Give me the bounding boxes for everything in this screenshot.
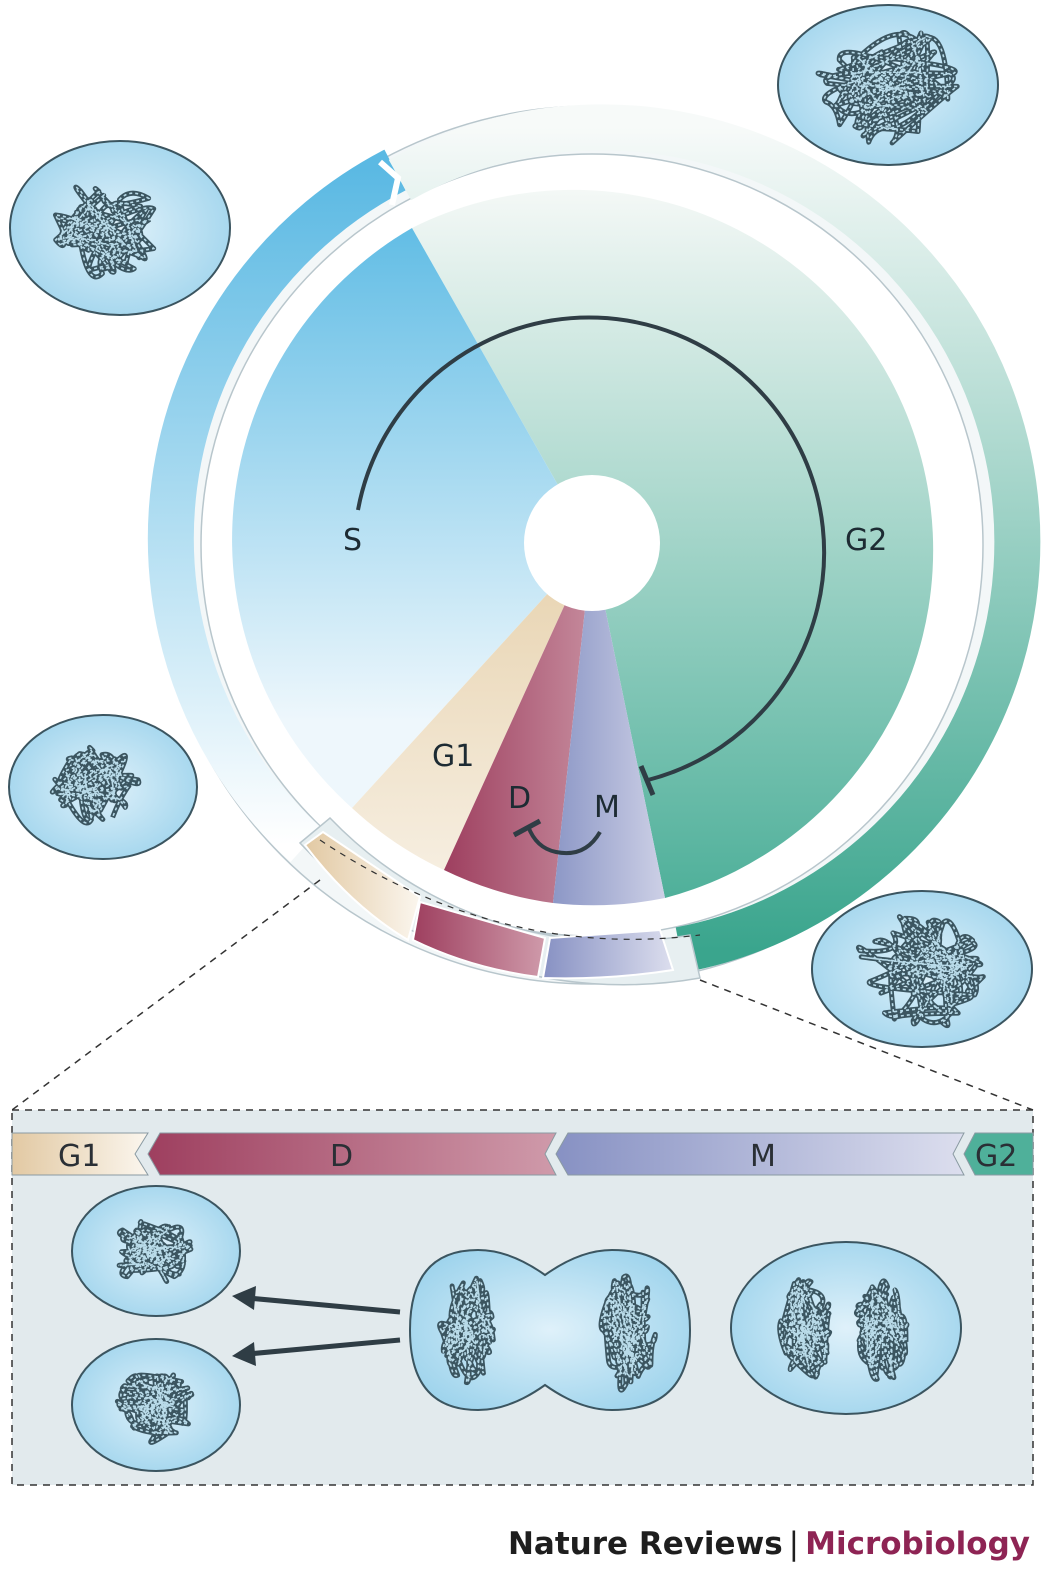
arrow-icon xyxy=(232,1286,401,1315)
chromosome-strand-highlight xyxy=(51,746,140,824)
g2-label: G2 xyxy=(845,523,887,558)
chromosome-strand-highlight xyxy=(600,1275,657,1391)
bar-g1-segment xyxy=(11,1132,149,1176)
m-label: M xyxy=(594,790,620,825)
chromosome-strand-highlight xyxy=(855,1280,908,1380)
g1-sector xyxy=(352,545,592,870)
nucleoid-cell-icon xyxy=(71,1185,241,1317)
ring-d-segment xyxy=(411,900,547,979)
credit-separator: | xyxy=(788,1526,800,1562)
journal-name: Nature Reviews xyxy=(507,1526,783,1562)
s-label: S xyxy=(343,523,362,558)
ring-segments-zoomed xyxy=(298,816,701,986)
nucleoid-cell-icon xyxy=(730,1241,962,1415)
g2-sector xyxy=(412,189,934,898)
inhibition-arc-icon xyxy=(526,825,602,855)
inhibition-arc-icon xyxy=(356,315,827,782)
d-label: D xyxy=(508,781,531,816)
outer-ring-s-segment xyxy=(147,149,406,862)
nucleoid-cell-icon xyxy=(8,714,198,860)
nucleoid-cell-icon xyxy=(777,4,999,166)
m-sector xyxy=(553,545,665,906)
chromosome-strand-highlight xyxy=(857,915,986,1027)
bar-g2-segment xyxy=(963,1132,1034,1176)
outer-ring-g2-segment xyxy=(388,104,1041,973)
ring-m-segment xyxy=(541,928,675,980)
chromosome-strand-highlight xyxy=(438,1275,495,1384)
bar-g2-label: G2 xyxy=(975,1139,1017,1174)
chromosome-strand-highlight xyxy=(817,30,960,144)
center-hole xyxy=(524,475,660,611)
bar-d-label: D xyxy=(330,1139,353,1174)
ring-g1-segment xyxy=(303,830,422,942)
phase-pie xyxy=(232,185,952,906)
nucleoid-cell-icon xyxy=(811,890,1033,1048)
chromosome-strand-highlight xyxy=(778,1278,831,1378)
d-sector xyxy=(444,545,592,903)
chromosome-strand-highlight xyxy=(54,186,156,278)
s-sector xyxy=(232,228,593,808)
chromosome-strand-highlight xyxy=(118,1220,192,1282)
journal-field: Microbiology xyxy=(805,1526,1030,1562)
chromosome-strand-highlight xyxy=(116,1374,193,1444)
bar-d-segment xyxy=(147,1132,557,1176)
journal-credit: Nature Reviews|Microbiology xyxy=(508,1526,1030,1562)
dividing-cell-icon xyxy=(408,1248,692,1412)
g1-label: G1 xyxy=(432,739,474,774)
bar-m-label: M xyxy=(750,1139,776,1174)
nucleoid-cell-icon xyxy=(71,1338,241,1472)
bar-m-segment xyxy=(555,1132,965,1176)
nucleoid-cell-icon xyxy=(9,140,231,316)
arrow-icon xyxy=(232,1337,401,1366)
zoom-line-left xyxy=(11,879,321,1111)
bar-g1-label: G1 xyxy=(58,1139,100,1174)
